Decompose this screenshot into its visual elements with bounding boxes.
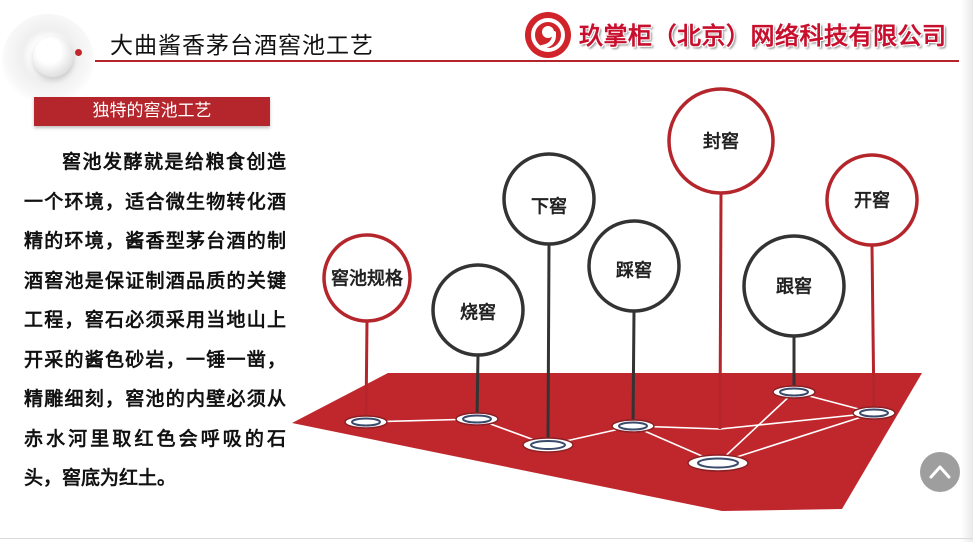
- node-label: 踩窖: [616, 260, 652, 282]
- right-edge-shadow: [961, 0, 973, 542]
- node-stems: [364, 192, 876, 446]
- process-node-seal-kiln: 封窖: [667, 87, 775, 195]
- node-label: 烧窖: [460, 302, 496, 324]
- base-pad: [687, 454, 749, 472]
- section-label: 独特的窖池工艺: [34, 97, 270, 126]
- process-node-open-kiln: 开窖: [825, 153, 919, 247]
- process-node-kiln-spec: 窖池规格: [322, 233, 412, 323]
- node-label: 跟窖: [776, 276, 812, 298]
- base-pad: [344, 415, 388, 429]
- node-label: 下窖: [531, 196, 567, 218]
- node-label: 封窖: [703, 131, 739, 153]
- process-node-tread-kiln: 踩窖: [587, 219, 681, 313]
- base-pad: [455, 412, 499, 426]
- process-node-fire-kiln: 烧窖: [431, 263, 525, 357]
- node-label: 开窖: [854, 190, 890, 212]
- base-pad: [852, 406, 896, 420]
- base-pads: [344, 385, 896, 472]
- base-pad: [772, 385, 816, 399]
- decorative-dot: [75, 49, 82, 56]
- base-pad: [522, 437, 574, 453]
- company-name: 玖掌柜（北京）网络科技有限公司: [579, 22, 947, 50]
- decorative-sphere-icon: [33, 37, 73, 77]
- platform-shape: [292, 373, 922, 511]
- process-node-follow-kiln: 跟窖: [742, 234, 846, 338]
- chevron-up-icon: [929, 465, 951, 479]
- page-title: 大曲酱香茅台酒窖池工艺: [110, 33, 374, 59]
- scroll-to-top-button[interactable]: [920, 452, 960, 492]
- bottom-divider: [0, 538, 973, 539]
- process-node-load-kiln: 下窖: [502, 152, 596, 246]
- node-label: 窖池规格: [331, 268, 404, 290]
- body-paragraph: 窖池发酵就是给粮食创造一个环境，适合微生物转化酒精的环境，酱香型茅台酒的制酒窖池…: [24, 151, 286, 489]
- company-logo-icon: [525, 12, 571, 58]
- base-pad: [611, 419, 655, 433]
- title-underline: [95, 60, 959, 62]
